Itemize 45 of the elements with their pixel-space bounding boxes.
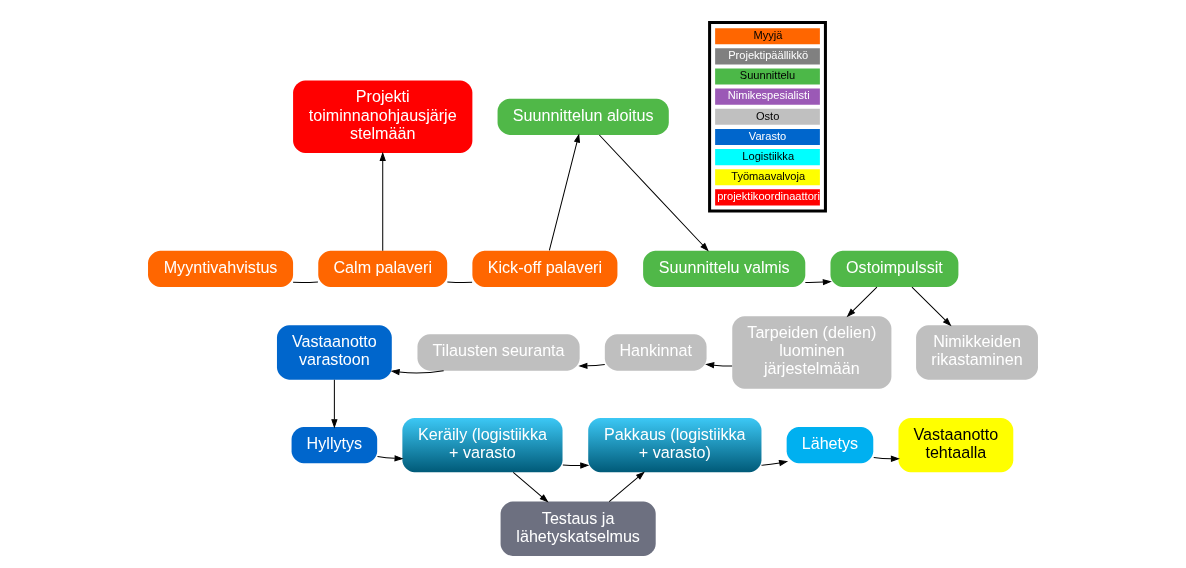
arrow xyxy=(846,286,878,318)
legend-label: Osto xyxy=(755,109,780,122)
legend-label: Varasto xyxy=(748,129,787,142)
arrow xyxy=(331,379,338,429)
node-box: Keräily (logistiikka + varasto xyxy=(402,417,563,473)
node-box: Ostoimpulssit xyxy=(830,250,959,287)
legend-label: Logistiikka xyxy=(742,149,795,162)
arrow xyxy=(705,362,733,369)
node-box: Myyntivahvistus xyxy=(148,250,294,287)
node-box: Suunnittelun aloitus xyxy=(497,98,669,135)
legend-label: Myyjä xyxy=(753,29,783,42)
arrow xyxy=(578,362,606,370)
arrow xyxy=(873,455,900,462)
node-box: Calm palaveri xyxy=(318,250,448,287)
arrow xyxy=(608,471,645,503)
arrow xyxy=(598,134,709,252)
arrow xyxy=(390,368,445,376)
node-box: Hankinnat xyxy=(604,334,707,371)
arrow xyxy=(761,460,789,467)
arrow xyxy=(804,279,832,286)
node-box: Suunnittelu valmis xyxy=(643,250,806,287)
connector xyxy=(292,281,319,283)
arrow xyxy=(376,455,404,462)
arrow xyxy=(548,133,580,251)
arrow xyxy=(379,151,386,252)
legend-label: Projektipäällikkö xyxy=(728,49,809,62)
node-box: Pakkaus (logistiikka + varasto) xyxy=(588,417,762,473)
legend-label: Työmaavalvoja xyxy=(731,170,806,183)
connector xyxy=(446,281,473,283)
node-box: Testaus ja lähetyskatselmus xyxy=(500,501,656,556)
legend-label: projektikoordinaattori xyxy=(717,190,820,203)
arrow xyxy=(911,286,952,327)
node-box: Nimikkeiden rikastaminen xyxy=(916,325,1038,380)
node-box: Lähetys xyxy=(786,427,874,464)
node-box: Tarpeiden (delien) luominen järjestelmään xyxy=(732,316,892,389)
arrow xyxy=(562,462,590,469)
legend-label: Nimikespesialisti xyxy=(727,89,810,102)
node-box: Vastaanotto varastoon xyxy=(276,325,392,380)
arrow xyxy=(512,471,549,503)
node-box: Kick-off palaveri xyxy=(472,250,618,287)
node-box: Tilausten seuranta xyxy=(417,334,580,371)
node-box: Vastaanotto tehtaalla xyxy=(898,417,1014,473)
legend-label: Suunnittelu xyxy=(739,69,796,82)
node-box: Projekti toiminnanohjausjärje stelmään xyxy=(293,80,473,154)
node-box: Hyllytys xyxy=(291,427,378,464)
